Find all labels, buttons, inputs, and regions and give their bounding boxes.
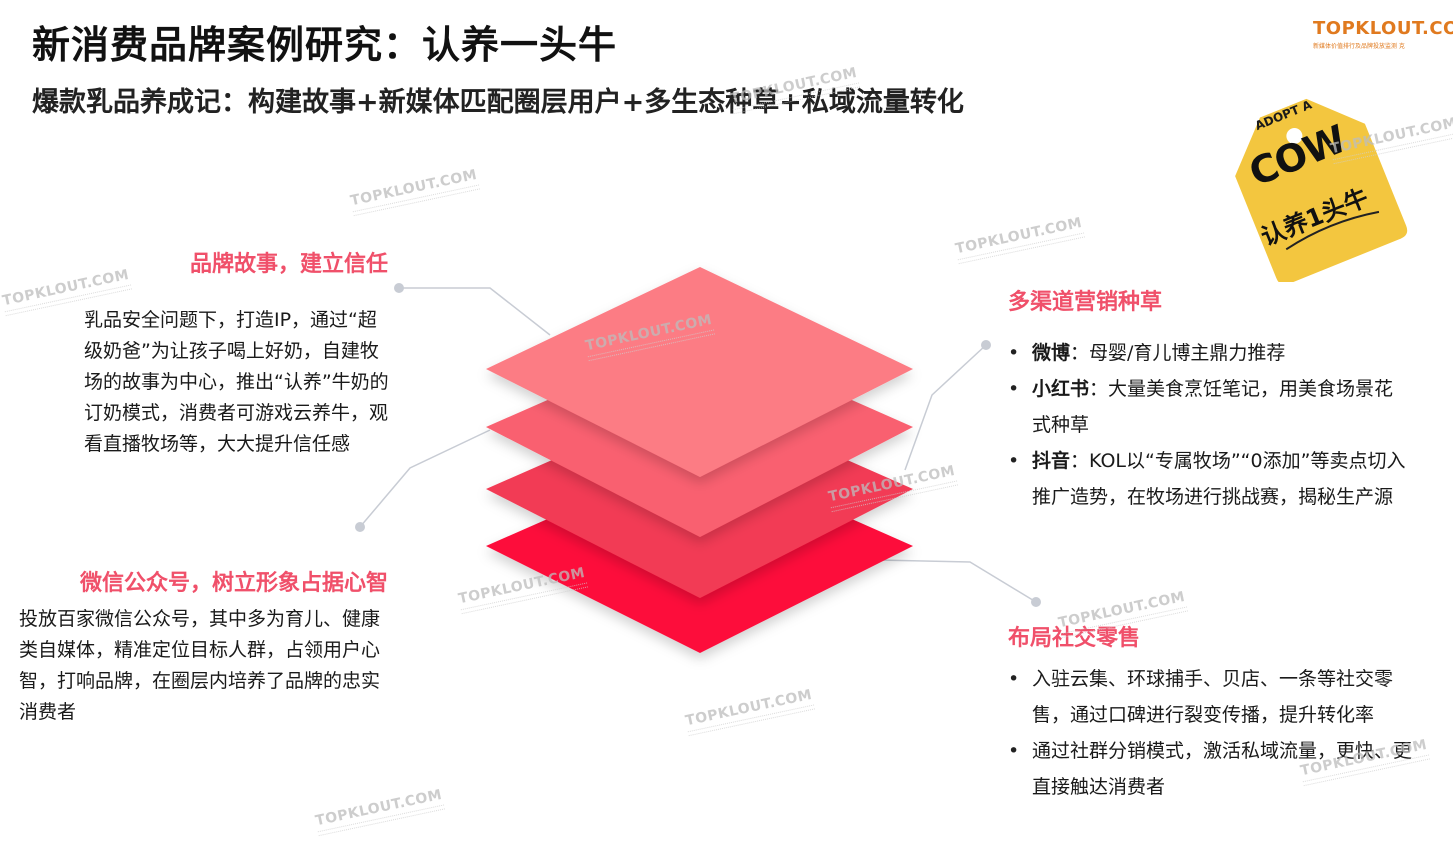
connector-dots [355, 283, 1041, 607]
connector-left-top [400, 287, 551, 336]
list-item: 小红书：大量美食烹饪笔记，用美食场景花式种草 [1008, 371, 1408, 443]
channel-weibo-text: 母婴/育儿博主鼎力推荐 [1089, 342, 1286, 364]
wechat-text: 投放百家微信公众号，其中多为育儿、健康类自媒体，精准定位目标人群，占领用户心智，… [19, 608, 381, 723]
list-item: 通过社群分销模式，激活私域流量，更快、更直接触达消费者 [1008, 733, 1418, 805]
list-item: 抖音：KOL以“专属牧场”“0添加”等卖点切入推广造势，在牧场进行挑战赛，揭秘生… [1008, 443, 1408, 515]
connector-right-top [904, 344, 987, 471]
brand-story-title: 品牌故事，建立信任 [189, 252, 388, 277]
connector-dot [1031, 597, 1041, 607]
list-item: 微博：母婴/育儿博主鼎力推荐 [1008, 335, 1408, 371]
channel-douyin-label: 抖音 [1032, 450, 1071, 472]
connector-right-bottom [879, 559, 1037, 603]
channel-xiaohongshu-text: 大量美食烹饪笔记，用美食场景花式种草 [1032, 378, 1394, 436]
channel-xiaohongshu-label: 小红书 [1032, 378, 1090, 400]
connector-dot [394, 283, 404, 293]
tag-icon [1235, 98, 1408, 282]
channel-douyin-text: KOL以“专属牧场”“0添加”等卖点切入推广造势，在牧场进行挑战赛，揭秘生产源 [1032, 450, 1406, 508]
logo-subtext: 新媒体价值排行及品牌投放监测 克 [1313, 43, 1405, 50]
channel-weibo-label: 微博 [1032, 342, 1071, 364]
multichannel-list: 微博：母婴/育儿博主鼎力推荐 小红书：大量美食烹饪笔记，用美食场景花式种草 抖音… [1008, 335, 1408, 515]
logo-text: TOPKLOUT.COM [1313, 18, 1453, 39]
wechat-title: 微信公众号，树立形象占据心智 [79, 571, 388, 596]
brand-logo: TOPKLOUT.COM 新媒体价值排行及品牌投放监测 克 [1313, 18, 1453, 50]
list-item: 入驻云集、环球捕手、贝店、一条等社交零售，通过口碑进行裂变传播，提升转化率 [1008, 661, 1418, 733]
connector-left-bottom [359, 429, 491, 528]
brand-story-text: 乳品安全问题下，打造IP，通过“超级奶爸”为让孩子喝上好奶，自建牧场的故事为中心… [84, 309, 389, 455]
multichannel-title: 多渠道营销种草 [1008, 290, 1163, 315]
connector-dot [355, 522, 365, 532]
social-retail-item-text: 入驻云集、环球捕手、贝店、一条等社交零售，通过口碑进行裂变传播，提升转化率 [1032, 668, 1394, 726]
adopt-a-cow-badge: ADOPT A COW 认养1头牛 [1205, 92, 1425, 282]
connector-lines [359, 287, 1037, 603]
page-title: 新消费品牌案例研究：认养一头牛 [32, 23, 618, 67]
social-retail-list: 入驻云集、环球捕手、贝店、一条等社交零售，通过口碑进行裂变传播，提升转化率 通过… [1008, 661, 1418, 805]
layer-1-diamond [486, 267, 913, 477]
connector-dot [981, 340, 991, 350]
social-retail-item-text: 通过社群分销模式，激活私域流量，更快、更直接触达消费者 [1032, 740, 1413, 798]
